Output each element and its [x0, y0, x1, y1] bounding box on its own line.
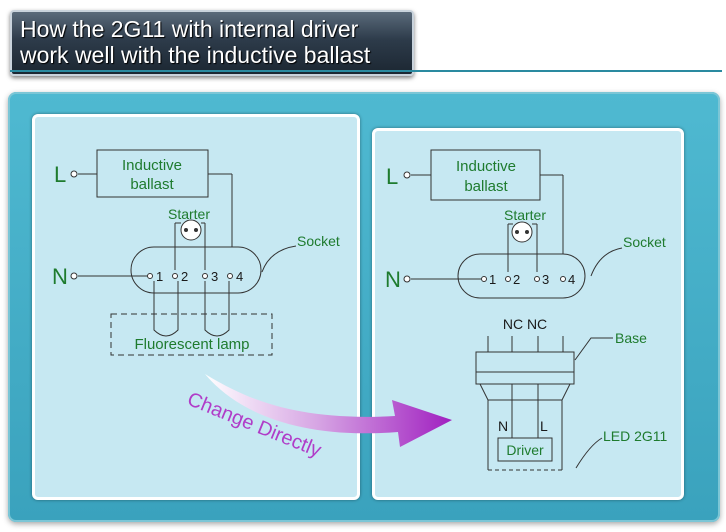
right-pin-1	[481, 276, 487, 282]
title-line-2: work well with the inductive ballast	[20, 42, 371, 68]
left-pin-label-1: 1	[156, 269, 163, 284]
left-pin-label-4: 4	[236, 269, 243, 284]
right-nc-label: NC NC	[503, 316, 547, 332]
right-pin-label-3: 3	[542, 272, 549, 287]
left-ballast-box	[96, 149, 209, 198]
change-arrow	[205, 374, 452, 447]
right-L-terminal	[403, 171, 411, 179]
right-socket-label: Socket	[623, 234, 666, 250]
right-led-label: LED 2G11	[603, 428, 668, 444]
left-pin-label-2: 2	[181, 269, 188, 284]
right-starter-label: Starter	[504, 207, 546, 223]
right-base	[475, 351, 575, 385]
right-ballast-line-1: Inductive	[456, 158, 516, 175]
left-N-terminal	[70, 272, 78, 280]
left-lamp-box	[110, 313, 273, 356]
left-L-label: L	[54, 162, 66, 187]
right-ballast-line-2: ballast	[464, 178, 508, 195]
left-pin-1	[147, 273, 153, 279]
right-pin-label-4: 4	[568, 272, 575, 287]
right-driver-label: Driver	[506, 442, 544, 458]
left-filament-2	[204, 281, 230, 337]
left-pin-label-3: 3	[211, 269, 218, 284]
right-L-label: L	[386, 164, 398, 189]
left-ballast-line-1: Inductive	[122, 157, 182, 174]
right-pin-label-1: 1	[489, 272, 496, 287]
left-L-terminal	[70, 170, 78, 178]
right-led-leader	[575, 437, 603, 469]
right-circuit	[411, 149, 623, 471]
right-base-label: Base	[615, 330, 647, 346]
right-N-terminal	[403, 275, 411, 283]
left-lamp-label: Fluorescent lamp	[134, 336, 249, 353]
left-starter-label: Starter	[168, 206, 210, 222]
right-N-label: N	[385, 267, 401, 292]
left-pin-2	[172, 273, 178, 279]
right-driver-N-label: N	[498, 418, 508, 434]
left-socket-leader	[261, 245, 297, 273]
right-pin-4	[560, 276, 566, 282]
left-starter	[180, 219, 202, 241]
left-circuit	[78, 149, 297, 356]
right-driver-L-label: L	[540, 418, 548, 434]
right-socket	[457, 253, 586, 299]
title-line-1: How the 2G11 with internal driver	[20, 16, 359, 42]
left-filament-1	[153, 281, 179, 337]
right-pin-3	[534, 276, 540, 282]
right-base-leader	[574, 337, 613, 361]
right-socket-leader	[590, 247, 623, 277]
banner-underline	[10, 70, 722, 72]
left-socket-label: Socket	[297, 233, 340, 249]
right-pin-2	[505, 276, 511, 282]
left-pin-4	[227, 273, 233, 279]
left-ballast-line-2: ballast	[130, 176, 174, 193]
right-driver-box	[497, 437, 553, 462]
right-starter	[511, 221, 533, 243]
left-socket	[130, 246, 262, 294]
right-pin-label-2: 2	[513, 272, 520, 287]
left-N-label: N	[52, 264, 68, 289]
title-banner: How the 2G11 with internal driver work w…	[10, 10, 414, 76]
left-pin-3	[202, 273, 208, 279]
